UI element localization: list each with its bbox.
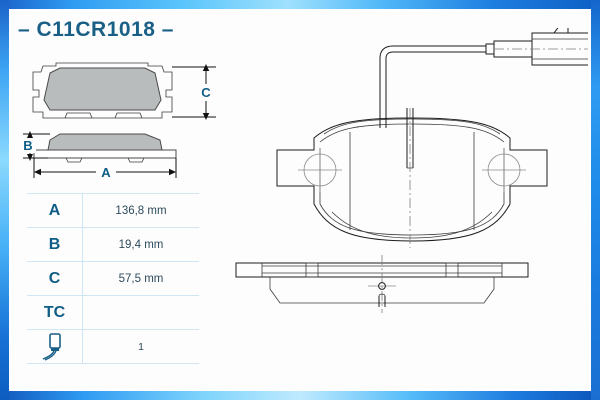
wear-sensor-icon: [27, 332, 82, 362]
column-divider: [82, 228, 83, 261]
column-divider: [82, 262, 83, 295]
frame-edge-bottom: [0, 391, 600, 400]
frame-edge-top: [0, 0, 600, 9]
column-divider: [82, 194, 83, 227]
row-label: C: [48, 269, 61, 287]
dimension-label-a: A: [101, 165, 111, 180]
dimension-label-c: C: [201, 85, 211, 100]
row-value: 19,4 mm: [118, 238, 164, 251]
column-divider: [82, 296, 83, 329]
table-row: A 136,8 mm: [27, 193, 199, 228]
row-value: 1: [138, 340, 144, 353]
table-row: C 57,5 mm: [27, 262, 199, 296]
dimension-label-b: B: [23, 138, 32, 153]
row-value: 57,5 mm: [118, 272, 164, 285]
pad-edge-technical-drawing: [235, 255, 529, 313]
table-row: TC: [27, 296, 199, 330]
row-value: 136,8 mm: [115, 204, 167, 217]
specification-table: A 136,8 mm B 19,4 mm C 57,5 mm TC 1: [27, 193, 199, 364]
pad-silhouette-diagram: C: [32, 62, 216, 120]
table-row: B 19,4 mm: [27, 228, 199, 262]
pad-side-profile-diagram: B A: [21, 131, 177, 180]
wear-sensor-connector-drawing: [379, 28, 588, 128]
row-label: A: [48, 201, 61, 219]
page-title: – C11CR1018 –: [18, 18, 174, 41]
frame-edge-left: [0, 0, 9, 400]
table-row: 1: [27, 330, 199, 364]
row-label: TC: [43, 303, 66, 321]
frame-edge-right: [591, 0, 600, 400]
pad-face-technical-drawing: [276, 108, 548, 248]
column-divider: [82, 330, 83, 363]
row-label: B: [48, 235, 61, 253]
